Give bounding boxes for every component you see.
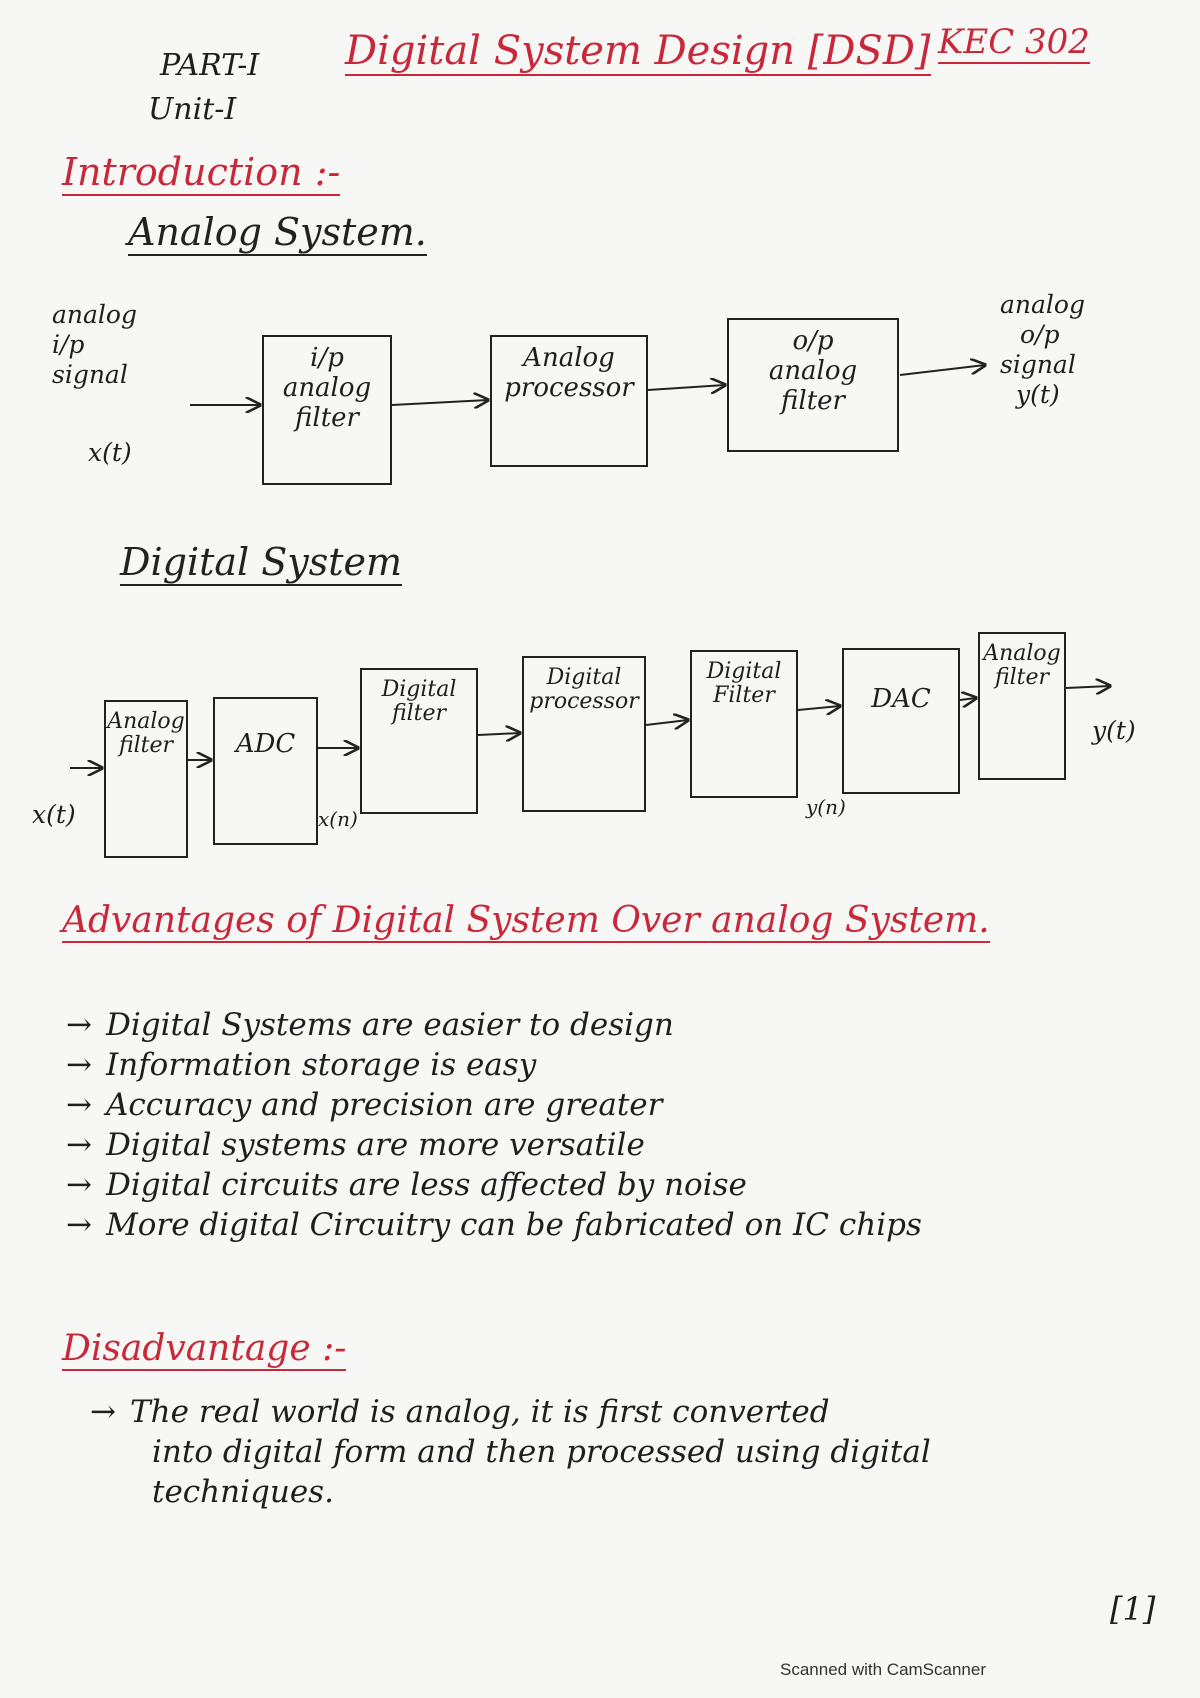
arrow-icon: → [66,1087,92,1123]
arrow-icon: → [66,1127,92,1163]
dac-block: DAC [842,648,960,794]
analog-processor-to-filter-arrow [647,385,725,390]
page-number: [1] [1110,1590,1156,1628]
yn-label: y(n) [806,795,846,819]
advantages-heading: Advantages of Digital System Over analog… [62,900,990,943]
scanner-watermark: Scanned with CamScanner [780,1660,987,1679]
analog-output-label: analog o/p signal y(t) [1000,290,1085,409]
digital-output-signal: y(t) [1092,716,1136,745]
digital-output-arrow [1065,686,1110,688]
part-label: PART-I [160,48,260,83]
analog-input-label: analog i/p signal [52,300,137,389]
processor-to-digital-filter-arrow [645,720,688,725]
disadvantage-heading: Disadvantage :- [62,1328,347,1371]
dac-to-analog-filter-arrow [959,698,976,700]
analog-output-arrow [899,365,985,376]
digital-filter-to-dac-arrow [797,706,840,710]
digital-input-signal: x(t) [32,800,76,829]
adc-block: ADC [213,697,318,845]
unit-label: Unit-I [148,92,237,127]
intro-heading: Introduction :- [62,150,341,196]
analog-input-signal: x(t) [88,438,132,467]
course-code: KEC 302 [938,22,1090,64]
digital-system-heading: Digital System [120,540,403,586]
digital-filter-to-processor-arrow [477,733,520,735]
advantages-list: →Digital Systems are easier to design →I… [66,1005,922,1245]
advantage-item-5: →Digital circuits are less affected by n… [66,1167,747,1203]
advantage-item-4: →Digital systems are more versatile [66,1127,645,1163]
xn-label: x(n) [318,807,358,831]
page-title: Digital System Design [DSD] [345,28,931,76]
analog-system-heading: Analog System. [128,210,427,256]
advantage-item-2: →Information storage is easy [66,1047,537,1083]
arrow-icon: → [90,1394,116,1430]
arrow-icon: → [66,1047,92,1083]
arrow-icon: → [66,1007,92,1043]
advantage-item-6: →More digital Circuitry can be fabricate… [66,1207,922,1243]
arrow-icon: → [66,1207,92,1243]
analog-filter-to-processor-arrow [391,400,488,405]
disadvantage-text: →The real world is analog, it is first c… [90,1394,931,1510]
advantage-item-1: →Digital Systems are easier to design [66,1007,674,1043]
arrow-icon: → [66,1167,92,1203]
advantage-item-3: →Accuracy and precision are greater [66,1087,663,1123]
